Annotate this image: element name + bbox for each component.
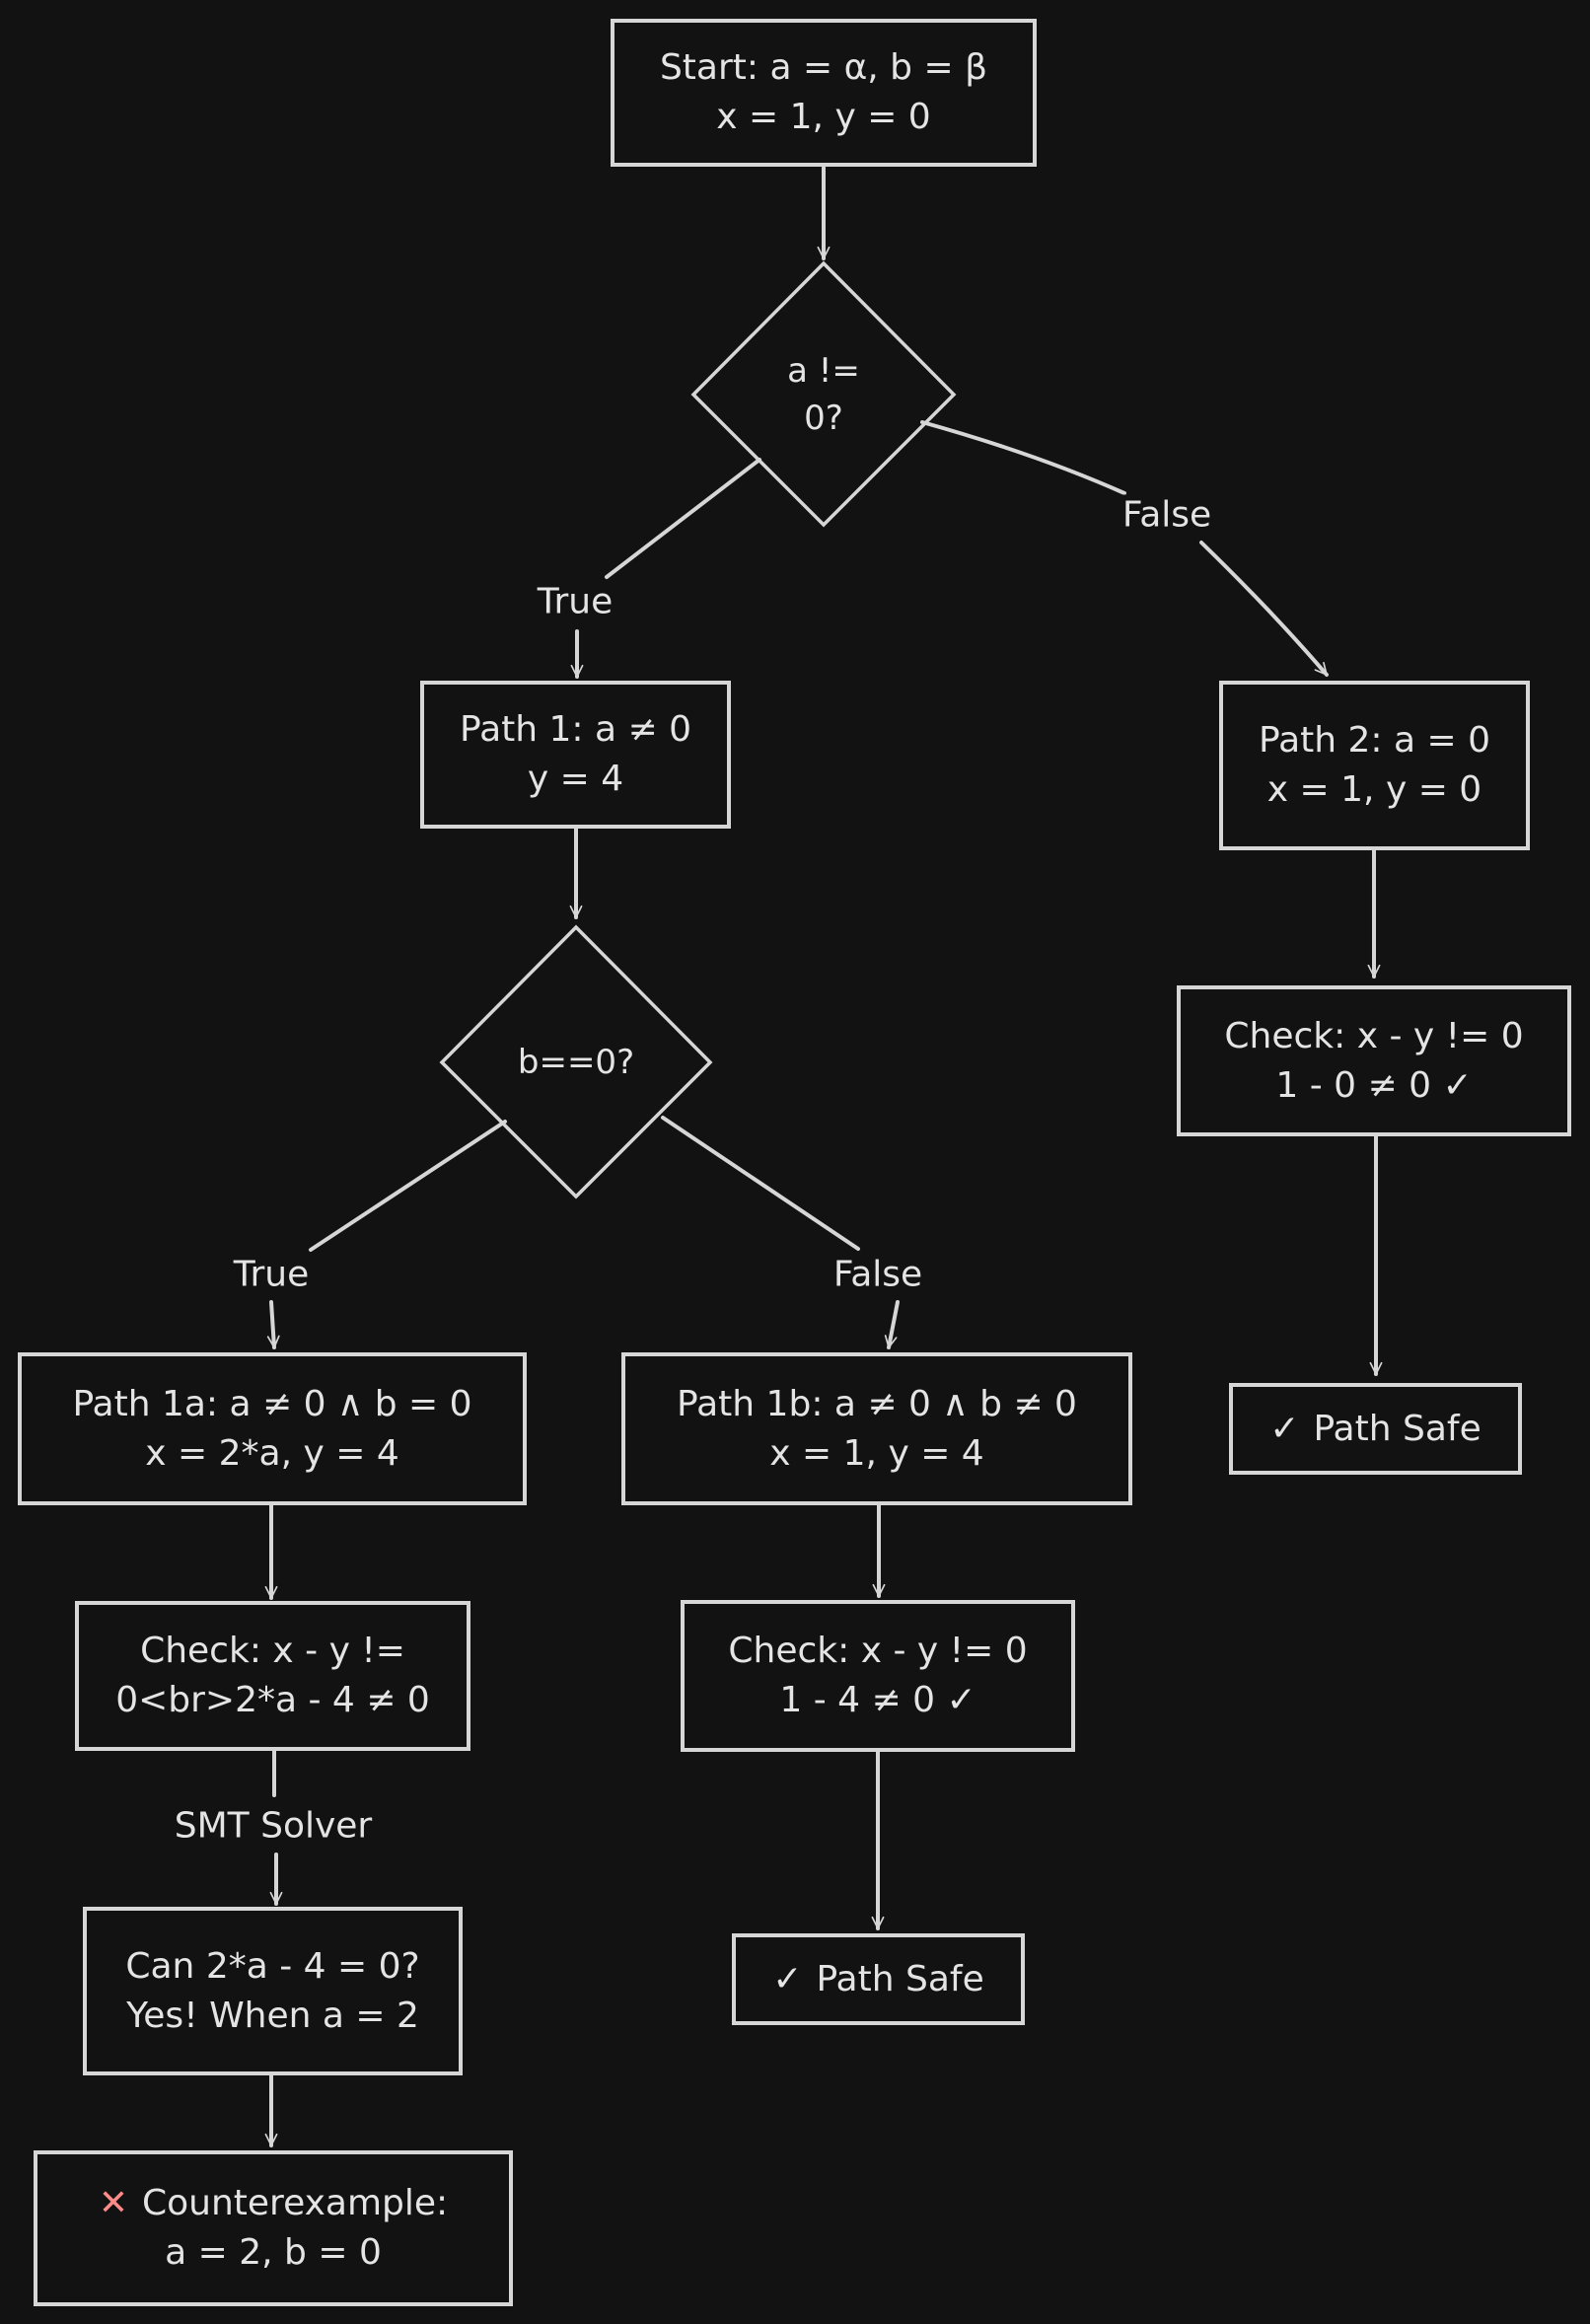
check1b-line2: 1 - 4 ≠ 0 ✓ [779,1680,976,1720]
check1a-line1: Check: x - y != [140,1631,405,1671]
check2-node: Check: x - y != 0 1 - 0 ≠ 0 ✓ [1177,985,1571,1136]
path1b-line1: Path 1b: a ≠ 0 ∧ b ≠ 0 [677,1383,1077,1424]
decision-a-diamond [690,260,957,528]
safe1b-label: Path Safe [816,1958,984,1999]
start-line2: x = 1, y = 0 [716,97,931,137]
start-node: Start: a = α, b = β x = 1, y = 0 [611,19,1037,167]
check2-line1: Check: x - y != 0 [1224,1015,1524,1056]
check1b-line1: Check: x - y != 0 [728,1631,1028,1671]
path2-node: Path 2: a = 0 x = 1, y = 0 [1219,681,1530,850]
edge-b-false-arrow [884,1300,900,1349]
edge-a-false [920,420,1126,495]
check1a-line2: 0<br>2*a - 4 ≠ 0 [115,1680,430,1720]
smt-node: Can 2*a - 4 = 0? Yes! When a = 2 [83,1907,463,2075]
cross-icon: ✕ [98,2183,128,2223]
edge-a-false-arrow [1199,541,1329,677]
decision-b-diamond [439,924,713,1199]
edge-label-smt-solver: SMT Solver [170,1805,377,1847]
path1-line2: y = 4 [527,759,624,799]
safe2-label: Path Safe [1313,1408,1482,1449]
path1b-line2: x = 1, y = 4 [769,1432,984,1474]
smt-line2: Yes! When a = 2 [126,1995,419,2036]
edge-label-a-true: True [533,581,617,622]
safe2-node: ✓ Path Safe [1229,1383,1522,1475]
edge-label-a-false: False [1118,494,1216,536]
edge-a-true [605,458,761,579]
start-line1: Start: a = α, b = β [659,47,988,88]
path1a-node: Path 1a: a ≠ 0 ∧ b = 0 x = 2*a, y = 4 [18,1352,527,1505]
decision-a-line1: a != [787,351,860,391]
decision-b-line1: b==0? [517,1043,635,1082]
check2-line2: 1 - 0 ≠ 0 ✓ [1275,1064,1473,1106]
counterexample-line2: a = 2, b = 0 [165,2232,382,2273]
edge-b-true-arrow [266,1300,280,1349]
path1-line1: Path 1: a ≠ 0 [459,709,692,750]
smt-line1: Can 2*a - 4 = 0? [125,1945,420,1987]
counterexample-header: ✕ Counterexample: [99,2179,448,2228]
path1a-line2: x = 2*a, y = 4 [145,1432,399,1474]
edge-label-b-false: False [829,1254,927,1295]
counterexample-node: ✕ Counterexample: a = 2, b = 0 [34,2150,513,2306]
edge-b-true [309,1120,507,1252]
check-icon: ✓ [1269,1408,1300,1449]
path2-line2: x = 1, y = 0 [1266,769,1482,810]
decision-b-node: b==0? [477,1033,675,1092]
counterexample-line1: Counterexample: [142,2183,449,2223]
check-icon: ✓ [772,1958,803,1999]
path1b-node: Path 1b: a ≠ 0 ∧ b ≠ 0 x = 1, y = 4 [621,1352,1132,1505]
check1a-node: Check: x - y != 0<br>2*a - 4 ≠ 0 [75,1601,470,1751]
decision-a-line2: 0? [804,399,843,438]
edge-b-false [661,1116,860,1251]
check1b-node: Check: x - y != 0 1 - 4 ≠ 0 ✓ [681,1600,1075,1752]
path1-node: Path 1: a ≠ 0 y = 4 [420,681,731,829]
decision-a-node: a != 0? [725,335,922,454]
safe1b-node: ✓ Path Safe [732,1933,1025,2025]
path1a-line1: Path 1a: a ≠ 0 ∧ b = 0 [72,1383,472,1424]
edge-label-b-true: True [229,1254,314,1295]
path2-line1: Path 2: a = 0 [1258,720,1491,761]
